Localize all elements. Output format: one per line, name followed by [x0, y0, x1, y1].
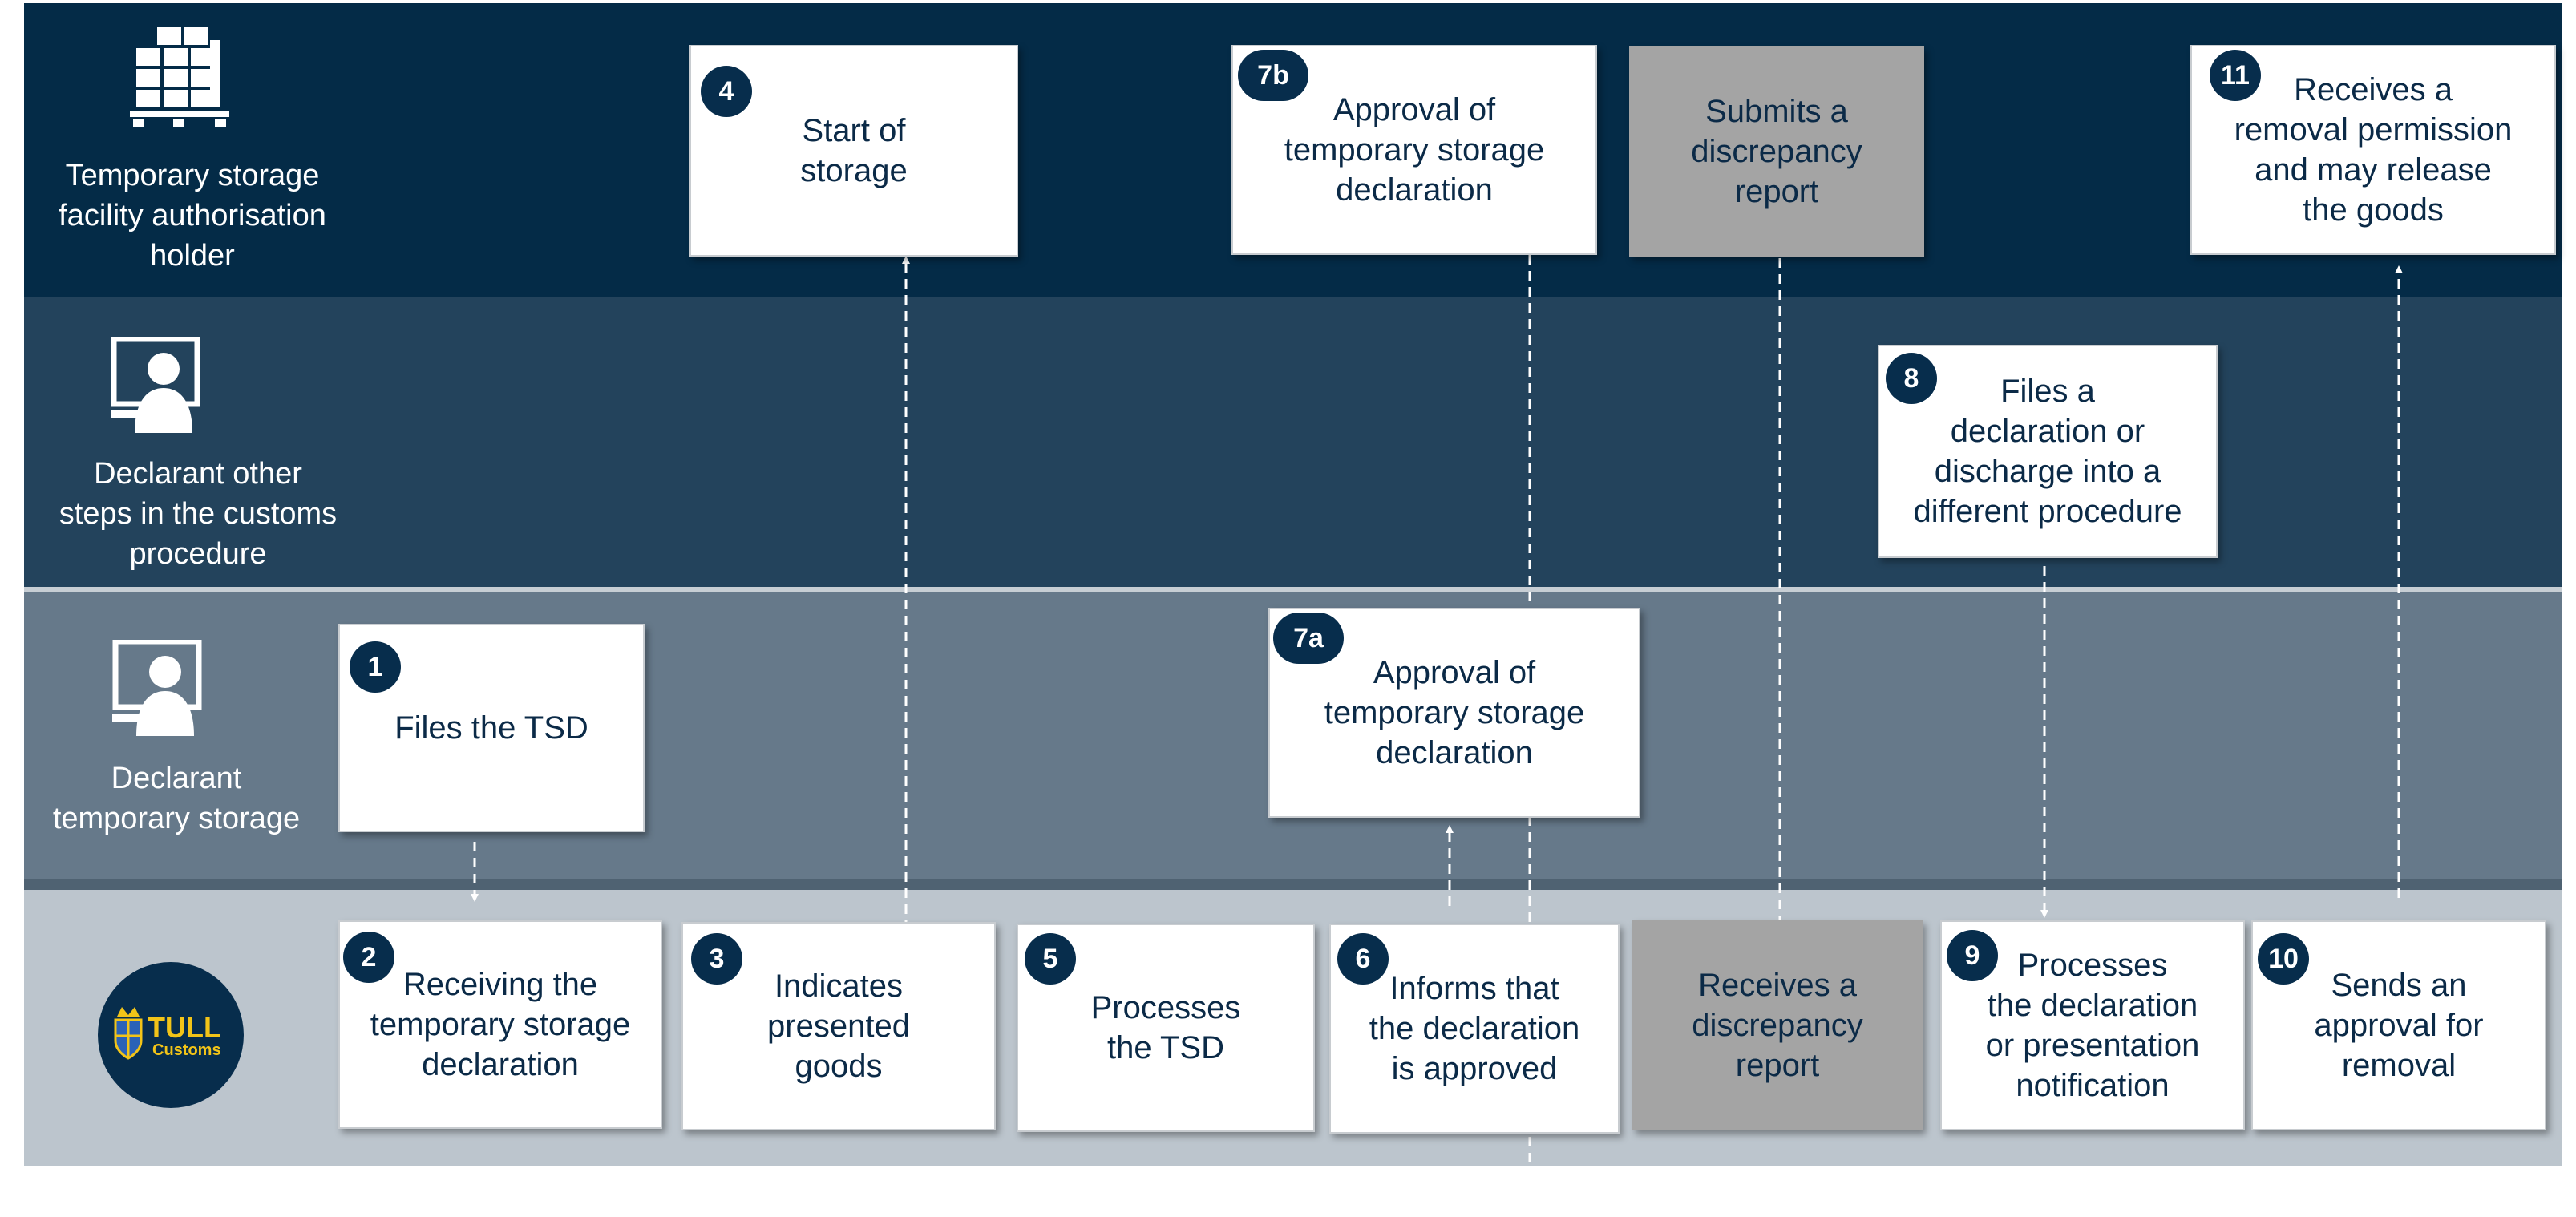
- step-8-badge: 8: [1886, 353, 1937, 404]
- step-6-text: Informs that the declaration is approved: [1369, 971, 1580, 1086]
- step-5-badge: 5: [1025, 933, 1076, 985]
- step-10-box[interactable]: Sends an approval for removal: [2251, 920, 2546, 1130]
- lane-label-storage-holder: Temporary storage facility authorisation…: [59, 159, 326, 273]
- step-11-text: Receives a removal permission and may re…: [2234, 72, 2513, 228]
- step-4-badge: 4: [701, 66, 752, 117]
- pallet-boxes-icon: [130, 27, 229, 127]
- step-7a-text: Approval of temporary storage declaratio…: [1324, 655, 1585, 770]
- step-11-badge: 11: [2210, 50, 2261, 101]
- step-5-text: Processes the TSD: [1090, 990, 1241, 1065]
- receives-discrepancy-box[interactable]: Receives a discrepancy report: [1632, 920, 1923, 1130]
- step-10-badge: 10: [2258, 933, 2309, 985]
- step-7b-badge: 7b: [1238, 50, 1308, 101]
- step-3-box[interactable]: Indicates presented goods: [681, 922, 996, 1130]
- step-3-badge: 3: [691, 933, 742, 985]
- step-2-box[interactable]: Receiving the temporary storage declarat…: [338, 920, 662, 1129]
- logo-brand: TULL: [148, 1011, 221, 1044]
- logo-sub: Customs: [152, 1041, 221, 1059]
- lane-label-declarant-ts: Declarant temporary storage: [52, 762, 301, 835]
- step-2-text: Receiving the temporary storage declarat…: [370, 967, 631, 1082]
- step-9-text: Processes the declaration or presentatio…: [1985, 948, 2200, 1103]
- step-4-text: Start of storage: [800, 113, 908, 188]
- step-7b-text: Approval of temporary storage declaratio…: [1284, 92, 1545, 208]
- receives-discrepancy-text: Receives a discrepancy report: [1692, 968, 1863, 1083]
- step-9-badge: 9: [1947, 930, 1998, 981]
- step-8-text: Files a declaration or discharge into a …: [1913, 374, 2182, 529]
- step-10-text: Sends an approval for removal: [2314, 968, 2484, 1083]
- computer-user-icon: [112, 640, 202, 736]
- crown-shield-icon: [114, 1007, 143, 1060]
- customs-logo-icon: TULL Customs: [98, 962, 244, 1108]
- lane-divider: [24, 587, 2562, 592]
- lane-label-declarant-other: Declarant other steps in the customs pro…: [59, 457, 338, 571]
- step-1-text: Files the TSD: [394, 710, 588, 746]
- step-5-box[interactable]: Processes the TSD: [1017, 924, 1315, 1132]
- submits-discrepancy-box[interactable]: Submits a discrepancy report: [1629, 46, 1924, 257]
- submits-discrepancy-text: Submits a discrepancy report: [1691, 94, 1862, 209]
- step-2-badge: 2: [343, 932, 394, 983]
- step-11-box[interactable]: Receives a removal permission and may re…: [2190, 45, 2556, 255]
- step-6-badge: 6: [1337, 933, 1389, 985]
- step-7a-badge: 7a: [1273, 613, 1344, 664]
- step-3-text: Indicates presented goods: [767, 968, 910, 1084]
- computer-user-icon: [111, 337, 200, 433]
- step-1-badge: 1: [350, 641, 401, 693]
